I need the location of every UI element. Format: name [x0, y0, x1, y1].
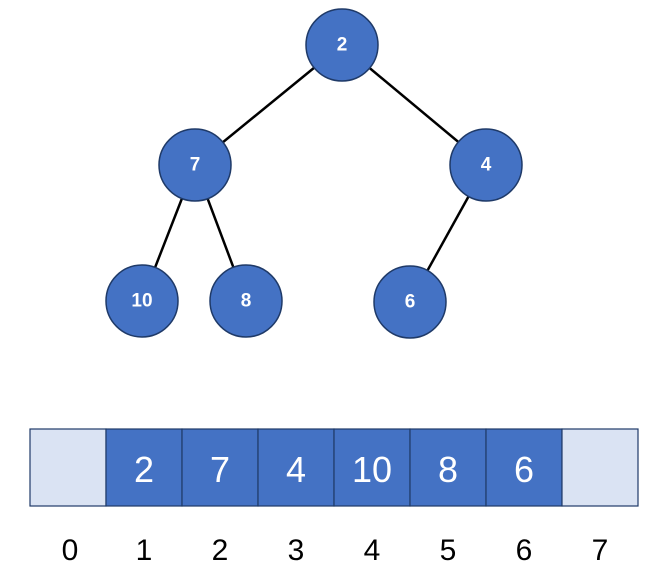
- array-index-label: 4: [364, 534, 381, 567]
- array-cell: 6: [485, 428, 563, 507]
- array-cells: 2 7 4 10 8 6: [29, 428, 639, 507]
- array-index-label: 2: [212, 534, 229, 567]
- array-cell-value: 10: [352, 449, 392, 490]
- array-index-label: 3: [288, 534, 305, 567]
- array-cell-value: 8: [438, 449, 458, 490]
- array-cell-empty: [29, 428, 107, 507]
- array-cell-value: 4: [286, 449, 306, 490]
- tree-node: 8: [209, 264, 283, 338]
- tree-node: 4: [449, 128, 523, 202]
- tree-nodes: 2 7 4 10 8 6: [105, 8, 523, 339]
- array-cell-empty: [561, 428, 639, 507]
- tree-node-circle: [373, 265, 447, 339]
- array-cell: 2: [105, 428, 183, 507]
- array-cell-filled: [257, 428, 335, 507]
- array-cell: [29, 428, 107, 507]
- tree-node: 2: [305, 8, 379, 82]
- array-cell-value: 7: [210, 449, 230, 490]
- array-cell: 7: [181, 428, 259, 507]
- tree-node-label: 10: [131, 291, 152, 312]
- array-cell-filled: [181, 428, 259, 507]
- tree-node-circle: [209, 264, 283, 338]
- tree-node-circle: [305, 8, 379, 82]
- array-index-label: 0: [62, 534, 79, 567]
- array-cell-filled: [333, 428, 411, 507]
- array-cell-value: 2: [134, 449, 154, 490]
- tree-node-circle: [105, 264, 179, 338]
- tree-node: 10: [105, 264, 179, 338]
- array-cell: 10: [333, 428, 411, 507]
- array-index-label: 1: [136, 534, 153, 567]
- array-index-label: 5: [440, 534, 457, 567]
- array-indices: 0 1 2 3 4 5 6 7: [62, 534, 609, 567]
- array-cell-filled: [409, 428, 487, 507]
- array-cell-filled: [485, 428, 563, 507]
- array-index-label: 6: [516, 534, 533, 567]
- tree-node-label: 7: [190, 155, 201, 176]
- array-cell: 8: [409, 428, 487, 507]
- array-cell-filled: [105, 428, 183, 507]
- tree-node-circle: [158, 128, 232, 202]
- array-cell: [561, 428, 639, 507]
- tree-node-label: 2: [337, 35, 348, 56]
- array-cell-value: 6: [514, 449, 534, 490]
- tree-node-circle: [449, 128, 523, 202]
- tree-node: 6: [373, 265, 447, 339]
- tree-node: 7: [158, 128, 232, 202]
- array-cell: 4: [257, 428, 335, 507]
- tree-node-label: 6: [405, 292, 416, 313]
- array-index-label: 7: [592, 534, 609, 567]
- tree-node-label: 8: [241, 291, 252, 312]
- tree-node-label: 4: [481, 155, 492, 176]
